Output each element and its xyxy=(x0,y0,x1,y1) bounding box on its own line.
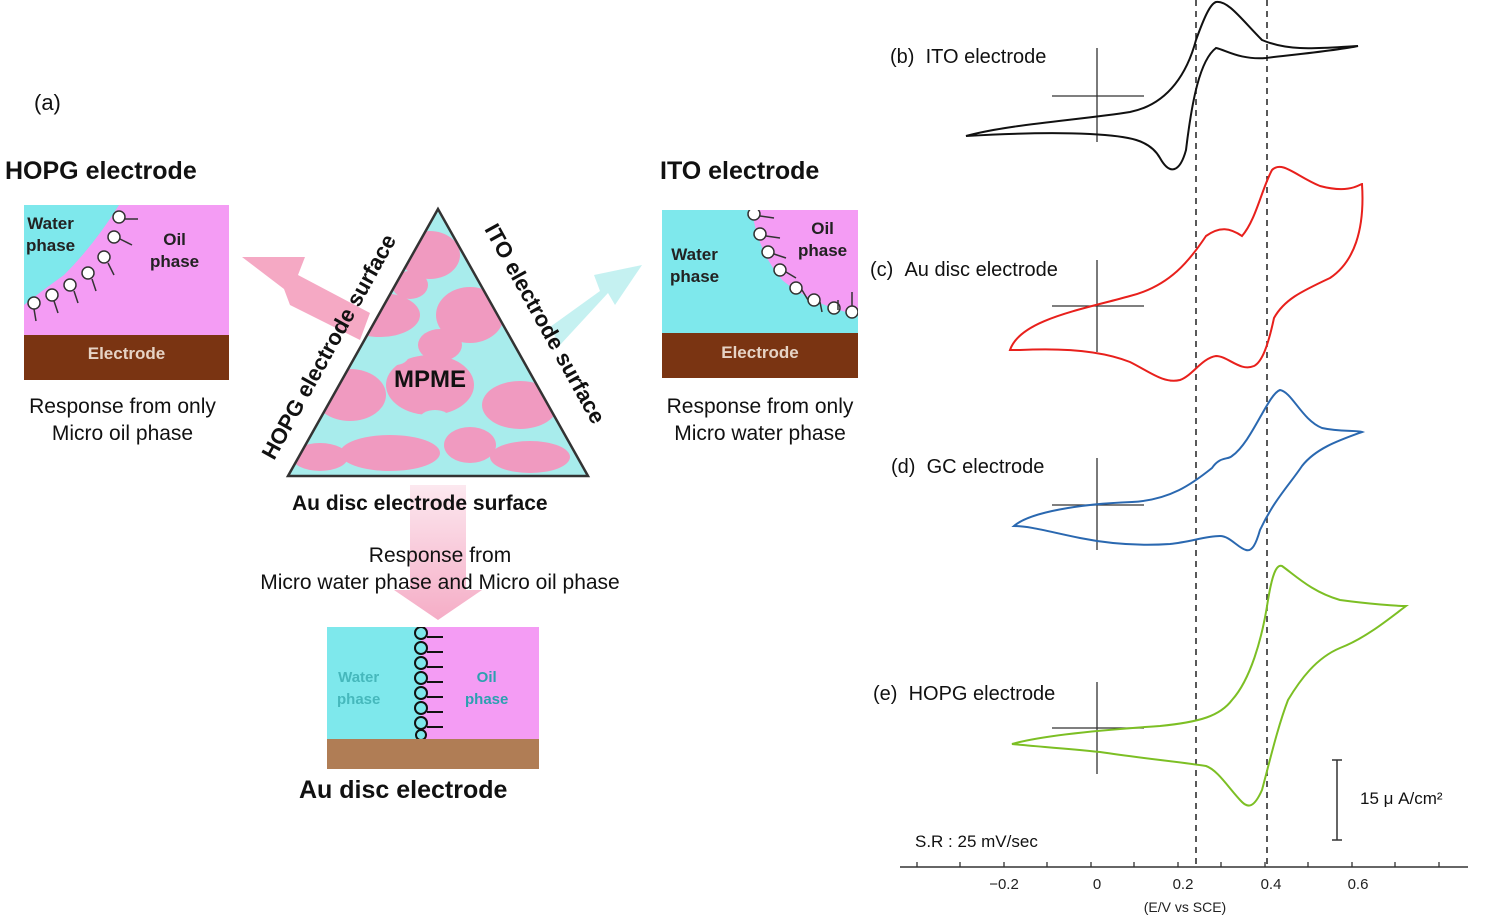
arrow-to-ito xyxy=(550,265,642,345)
au-title: Au disc electrode xyxy=(299,776,508,804)
au-water-label-line2: phase xyxy=(337,691,381,708)
cv-label-b: (b) ITO electrode xyxy=(890,46,1046,69)
crosshair-c xyxy=(1052,260,1144,352)
hopg-response-line2: Micro oil phase xyxy=(51,422,194,445)
cv-plots: −0.2 0 0.2 0.4 0.6 (E/V vs SCE) xyxy=(900,0,1468,915)
x-tick-label-neg0.2: −0.2 xyxy=(989,876,1019,893)
cv-label-d-name: GC electrode xyxy=(926,456,1045,478)
au-oil-label-line1: Oil xyxy=(476,669,497,686)
hopg-water-label-line1: Water xyxy=(27,214,74,233)
hopg-electrode-label: Electrode xyxy=(87,344,166,363)
hopg-schematic-drawing xyxy=(24,205,229,380)
x-tick-label-0.2: 0.2 xyxy=(1173,876,1194,893)
ito-response-line1: Response from only xyxy=(666,395,854,418)
cv-label-b-letter: (b) xyxy=(890,46,915,68)
arrow-to-hopg xyxy=(242,257,370,340)
au-water-label: Water phase xyxy=(337,667,380,711)
ito-oil-label-line2: phase xyxy=(798,241,848,260)
arrow-to-au xyxy=(394,485,482,620)
cv-curve-gc xyxy=(1011,388,1366,552)
triangle-diagram: HOPG electrode surface ITO electrode sur… xyxy=(242,206,642,620)
hopg-response-line1: Response from only xyxy=(29,395,216,418)
x-tick-label-0.4: 0.4 xyxy=(1261,876,1282,893)
cv-label-d: (d) GC electrode xyxy=(891,456,1044,479)
cv-label-c: (c) Au disc electrode xyxy=(870,259,1058,282)
panel-a-label: (a) xyxy=(34,90,61,115)
hopg-water-label-line2: phase xyxy=(26,236,76,255)
ito-response-line2: Micro water phase xyxy=(674,422,846,445)
au-oil-label: Oil phase xyxy=(465,667,508,711)
ito-water-label-line1: Water xyxy=(671,245,718,264)
ito-schematic-drawing xyxy=(662,207,859,378)
au-response: Response from Micro water phase and Micr… xyxy=(220,542,660,596)
ito-electrode-label: Electrode xyxy=(721,343,799,362)
au-schematic-drawing xyxy=(327,626,539,769)
scale-bar-label: 15 μ A/cm² xyxy=(1360,789,1443,808)
ito-schematic: Water phase Oil phase Electrode xyxy=(662,207,859,378)
au-response-line1: Response from xyxy=(368,544,512,567)
hopg-water-label: Water phase xyxy=(26,213,75,257)
x-tick-label-0: 0 xyxy=(1093,876,1101,893)
au-oil-label-line2: phase xyxy=(465,691,509,708)
cv-label-c-letter: (c) xyxy=(870,259,894,281)
ito-oil-label: Oil phase xyxy=(798,218,847,262)
cv-label-e-letter: (e) xyxy=(873,683,898,705)
scan-rate-label: S.R : 25 mV/sec xyxy=(915,832,1038,851)
cv-curve-hopg xyxy=(1011,564,1409,807)
hopg-oil-label-line2: phase xyxy=(150,252,200,271)
au-schematic: Water phase Oil phase xyxy=(327,626,539,769)
x-axis-ticks xyxy=(916,862,1440,867)
hopg-title: HOPG electrode xyxy=(5,157,197,185)
au-response-line2: Micro water phase and Micro oil phase xyxy=(260,571,620,594)
ito-water-label-line2: phase xyxy=(670,267,720,286)
ito-oil-label-line1: Oil xyxy=(811,219,834,238)
cv-label-e-name: HOPG electrode xyxy=(908,683,1056,705)
mpme-triangle xyxy=(285,206,591,478)
cv-label-c-name: Au disc electrode xyxy=(904,259,1058,281)
cv-label-e: (e) HOPG electrode xyxy=(873,683,1055,706)
triangle-bottom-label: Au disc electrode surface xyxy=(292,492,548,515)
mpme-label: MPME xyxy=(394,366,466,393)
cv-label-d-letter: (d) xyxy=(891,456,916,478)
hopg-oil-label-line1: Oil xyxy=(163,230,186,249)
hopg-schematic: Water phase Oil phase Electrode xyxy=(24,205,229,380)
hopg-response: Response from only Micro oil phase xyxy=(0,393,245,447)
ito-response: Response from only Micro water phase xyxy=(640,393,880,447)
ito-water-label: Water phase xyxy=(670,244,719,288)
scale-bar xyxy=(1332,759,1342,841)
x-tick-label-0.6: 0.6 xyxy=(1348,876,1369,893)
cv-label-b-name: ITO electrode xyxy=(925,46,1047,68)
crosshair-b xyxy=(1052,48,1144,142)
x-axis-label: (E/V vs SCE) xyxy=(1144,899,1226,915)
cv-curve-au xyxy=(1008,165,1364,382)
au-water-label-line1: Water xyxy=(338,669,380,686)
cv-curve-ito xyxy=(965,0,1359,171)
hopg-oil-label: Oil phase xyxy=(150,229,199,273)
ito-title: ITO electrode xyxy=(660,157,820,185)
